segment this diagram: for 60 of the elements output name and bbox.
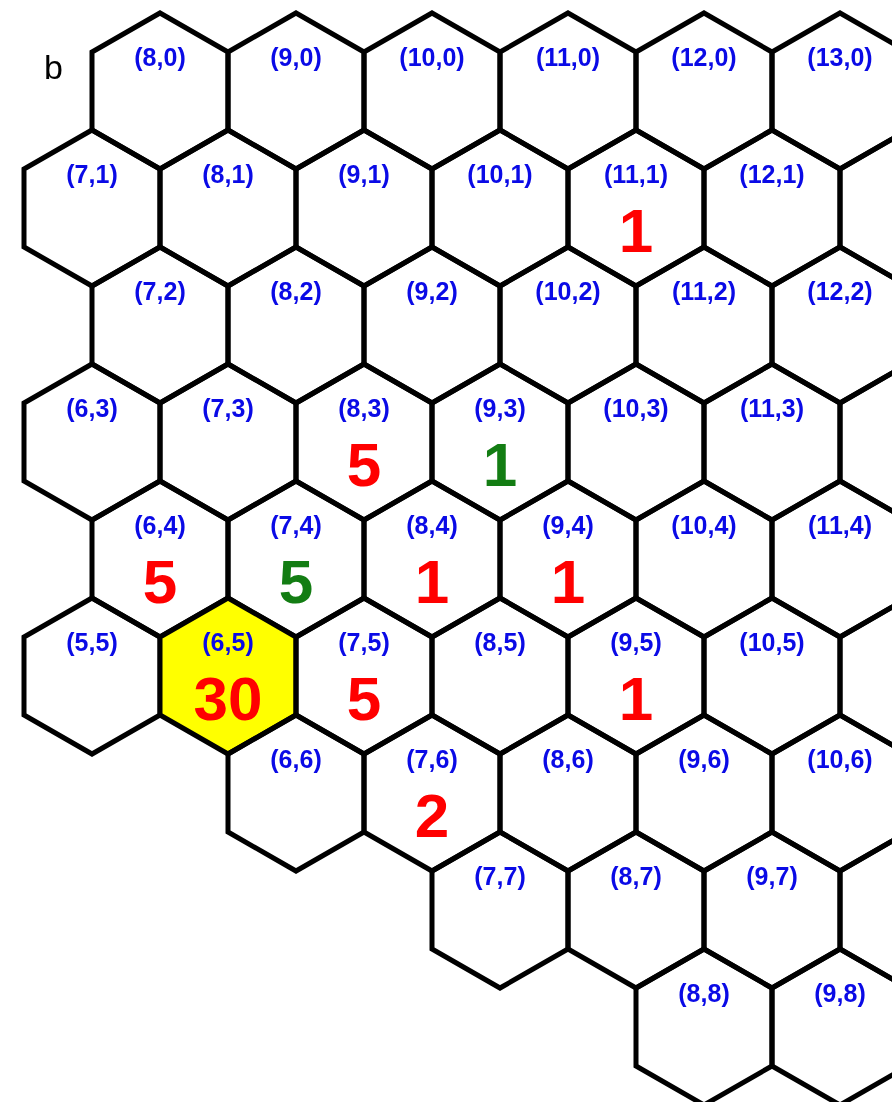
coordinate-label: (10,0) (399, 43, 465, 71)
coordinate-label: (6,5) (202, 628, 254, 656)
coordinate-label: (13,0) (807, 43, 873, 71)
coordinate-label: (7,1) (66, 160, 118, 188)
coordinate-label: (8,4) (406, 511, 458, 539)
coordinate-label: (9,4) (542, 511, 594, 539)
count-number: 1 (414, 549, 450, 615)
count-number: 1 (550, 549, 586, 615)
coordinate-label: (11,0) (536, 43, 600, 71)
coordinate-label: (11,1) (604, 160, 668, 188)
coordinate-label: (8,3) (338, 394, 390, 422)
coordinate-label: (7,4) (270, 511, 322, 539)
coordinate-label: (12,1) (739, 160, 805, 188)
count-number: 5 (346, 666, 382, 732)
coordinate-label: (8,5) (474, 628, 526, 656)
coordinate-label: (9,8) (814, 979, 866, 1007)
coordinate-label: (7,3) (202, 394, 254, 422)
coordinate-label: (9,0) (270, 43, 322, 71)
count-number: 1 (618, 198, 654, 264)
panel-letter: b (44, 48, 63, 86)
coordinate-label: (9,2) (406, 277, 458, 305)
hexagon-cell (772, 949, 892, 1102)
coordinate-label: (9,7) (746, 862, 798, 890)
coordinate-label: (6,3) (66, 394, 118, 422)
coordinate-label: (7,5) (338, 628, 390, 656)
coordinate-label: (6,4) (134, 511, 186, 539)
coordinate-label: (10,4) (671, 511, 737, 539)
count-number: 5 (142, 549, 178, 615)
coordinate-label: (12,0) (671, 43, 737, 71)
coordinate-label: (10,6) (807, 745, 873, 773)
coordinate-label: (8,6) (542, 745, 594, 773)
count-number: 2 (414, 783, 450, 849)
count-number: 1 (618, 666, 654, 732)
coordinate-label: (8,2) (270, 277, 322, 305)
coordinate-label: (7,2) (134, 277, 186, 305)
count-number: 5 (278, 549, 314, 615)
coordinate-label: (8,0) (134, 43, 186, 71)
coordinate-label: (6,6) (270, 745, 322, 773)
coordinate-label: (8,7) (610, 862, 662, 890)
coordinate-label: (11,3) (740, 394, 804, 422)
coordinate-label: (10,3) (603, 394, 669, 422)
coordinate-label: (11,2) (672, 277, 736, 305)
count-number: 30 (193, 666, 263, 732)
coordinate-label: (11,4) (808, 511, 872, 539)
coordinate-label: (10,2) (535, 277, 601, 305)
hexagon-cell (636, 949, 772, 1102)
coordinate-label: (8,8) (678, 979, 730, 1007)
coordinate-label: (7,7) (474, 862, 526, 890)
count-number: 1 (482, 432, 518, 498)
coordinate-label: (10,5) (739, 628, 805, 656)
coordinate-label: (10,1) (467, 160, 533, 188)
coordinate-label: (8,1) (202, 160, 254, 188)
coordinate-label: (12,2) (807, 277, 873, 305)
count-number: 5 (346, 432, 382, 498)
coordinate-label: (9,1) (338, 160, 390, 188)
coordinate-label: (9,5) (610, 628, 662, 656)
coordinate-label: (9,6) (678, 745, 730, 773)
coordinate-label: (5,5) (66, 628, 118, 656)
coordinate-label: (7,6) (406, 745, 458, 773)
coordinate-label: (9,3) (474, 394, 526, 422)
